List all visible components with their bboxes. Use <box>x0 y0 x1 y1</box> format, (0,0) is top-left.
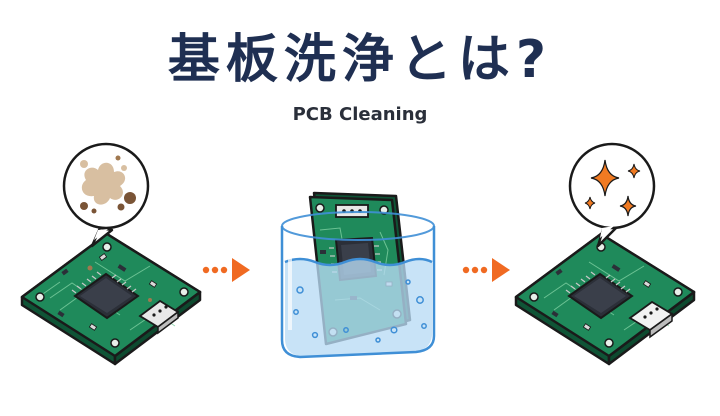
cleaning-beaker <box>280 191 436 359</box>
cleaning-water <box>285 259 432 356</box>
dirty-speech-bubble <box>62 142 150 248</box>
dirt-splat-icon <box>80 155 136 214</box>
sparkle-icon <box>584 159 641 217</box>
page-title: 基板洗浄とは? <box>167 30 553 90</box>
dotted-arrow-icon <box>462 258 510 282</box>
clean-speech-bubble <box>568 142 656 248</box>
dirty-pcb <box>20 232 202 366</box>
dotted-arrow-icon <box>202 258 250 282</box>
page-subtitle: PCB Cleaning <box>292 104 428 125</box>
clean-pcb <box>514 232 696 366</box>
